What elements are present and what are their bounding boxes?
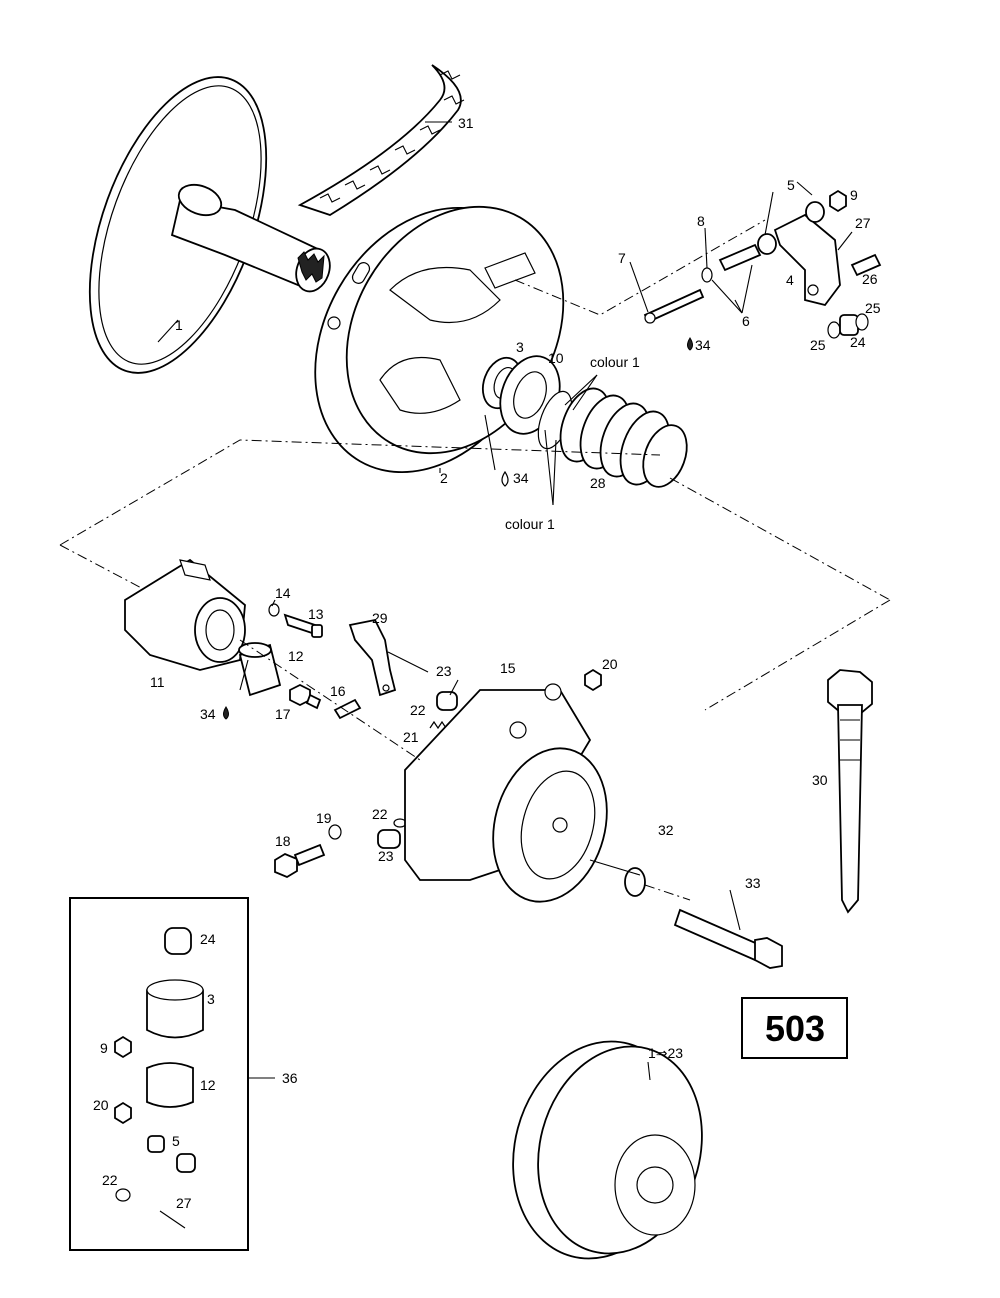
callout-6: 6 [742, 313, 750, 329]
screw-part-13 [283, 613, 323, 638]
pin-part-6 [718, 243, 762, 272]
callout-1: 1 [175, 317, 183, 333]
diagram-number: 503 [765, 1008, 825, 1049]
callout-3: 3 [516, 339, 524, 355]
callout-12: 12 [288, 648, 304, 664]
callout-19: 19 [316, 810, 332, 826]
callout-28: 28 [590, 475, 606, 491]
drive-belt-part-31 [297, 64, 465, 216]
callout-22-upper: 22 [410, 702, 426, 718]
callout-11: 11 [150, 674, 165, 690]
callout-13: 13 [308, 606, 324, 622]
nut-part-9 [829, 189, 847, 213]
pin-part-26 [850, 253, 882, 277]
washer-part-32 [624, 867, 646, 897]
washer-part-14 [268, 603, 280, 617]
callout-9: 9 [850, 187, 858, 203]
callout-34-lower: 34 [200, 706, 216, 722]
fixed-sheave-part-1 [88, 76, 331, 374]
callout-10: 10 [548, 350, 564, 366]
movable-sheave-part-2 [314, 205, 565, 474]
cam-arm-part-4 [773, 213, 841, 307]
washer-part-19 [328, 824, 342, 840]
callout-32: 32 [658, 822, 674, 838]
callout-8: 8 [697, 213, 705, 229]
bushing-part-12 [238, 642, 282, 697]
kit-label-9: 9 [100, 1040, 108, 1056]
nut-part-20 [584, 668, 602, 692]
kit-label-5: 5 [172, 1133, 180, 1149]
roller-part-23-upper [436, 691, 458, 711]
callout-24: 24 [850, 334, 866, 350]
callout-30: 30 [812, 772, 828, 788]
callout-7: 7 [618, 250, 626, 266]
callout-20: 20 [602, 656, 618, 672]
bushing-part-24-25 [827, 313, 869, 339]
callout-5: 5 [787, 177, 795, 193]
cam-part-29 [348, 618, 397, 697]
callout-assembly-range: 1⇒23 [648, 1045, 683, 1061]
callout-26: 26 [862, 271, 878, 287]
callout-15: 15 [500, 660, 516, 676]
callout-36: 36 [282, 1070, 298, 1086]
roller-part-23-lower [377, 829, 401, 849]
kit-box-part-36 [69, 897, 275, 1251]
diagram-number-box [741, 997, 848, 1059]
spider-part-11 [124, 558, 246, 671]
callout-31: 31 [458, 115, 474, 131]
kit-label-20: 20 [93, 1097, 109, 1113]
bolt-part-18 [274, 843, 326, 879]
governor-cup-part-15 [404, 683, 608, 903]
callout-22-lower: 22 [372, 806, 388, 822]
callout-34-top: 34 [695, 337, 711, 353]
kit-label-3: 3 [207, 991, 215, 1007]
oil-drop-icon [223, 706, 229, 720]
kit-label-27: 27 [176, 1195, 192, 1211]
pin-part-16 [333, 698, 362, 720]
bolt-part-7 [643, 288, 705, 324]
callout-29: 29 [372, 610, 388, 626]
kit-label-24: 24 [200, 931, 216, 947]
callout-21: 21 [403, 729, 419, 745]
screw-part-17 [289, 683, 322, 710]
callout-33: 33 [745, 875, 761, 891]
bolt-part-30 [827, 669, 873, 914]
oil-drop-icon [687, 337, 693, 351]
callout-17: 17 [275, 706, 291, 722]
colour-label-top: colour 1 [590, 354, 640, 370]
kit-label-22: 22 [102, 1172, 118, 1188]
callout-18: 18 [275, 833, 291, 849]
oil-drop-icon [501, 470, 509, 487]
callout-4: 4 [786, 272, 794, 288]
colour-label-bottom: colour 1 [505, 516, 555, 532]
bushing-part-5 [757, 201, 825, 255]
cotter-pin-part-27 [837, 231, 853, 251]
callout-34-middle: 34 [513, 470, 529, 486]
bolt-part-33 [673, 908, 783, 969]
assembled-clutch-illustration [512, 1040, 703, 1260]
washer-part-8 [701, 267, 713, 283]
callout-16: 16 [330, 683, 346, 699]
spring-part-28 [537, 387, 688, 488]
callout-25-left: 25 [810, 337, 826, 353]
callout-14: 14 [275, 585, 291, 601]
callout-23-upper: 23 [436, 663, 452, 679]
callout-2: 2 [440, 470, 448, 486]
callout-23-lower: 23 [378, 848, 394, 864]
kit-label-12: 12 [200, 1077, 216, 1093]
callout-25-right: 25 [865, 300, 881, 316]
callout-27: 27 [855, 215, 871, 231]
